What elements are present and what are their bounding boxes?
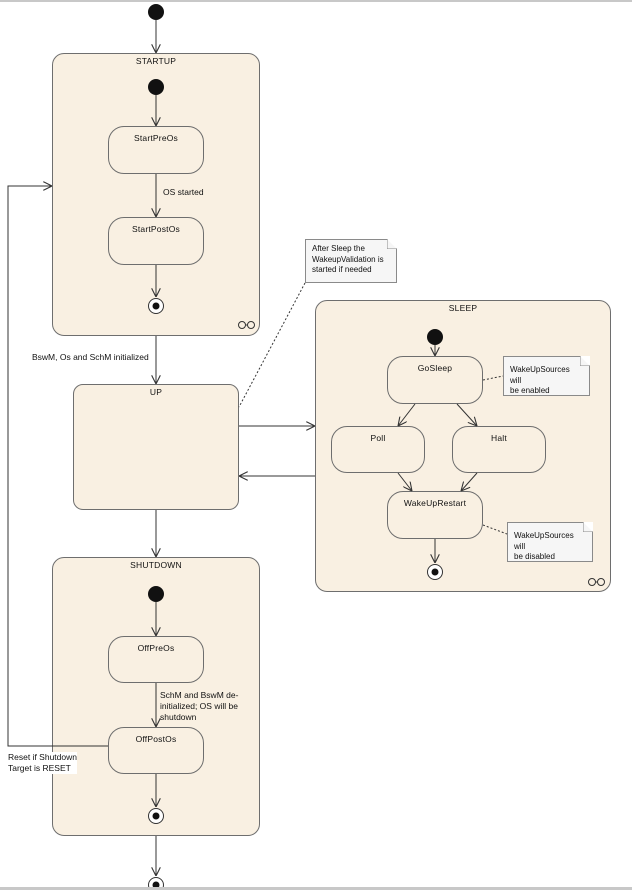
edge-poll-to-restart <box>397 472 412 491</box>
state-wakeup-restart-label: WakeUpRestart <box>403 498 467 508</box>
state-start-post-os[interactable]: StartPostOs <box>108 217 204 265</box>
state-wakeup-restart[interactable]: WakeUpRestart <box>387 491 483 539</box>
edge-halt-to-restart <box>461 472 478 491</box>
state-go-sleep[interactable]: GoSleep <box>387 356 483 404</box>
label-deinit-line2: initialized; OS will be <box>160 701 238 711</box>
label-deinit-line3: shutdown <box>160 712 197 722</box>
note-enabled-line1: WakeUpSources will <box>510 365 570 385</box>
state-sleep-title: SLEEP <box>448 303 478 313</box>
label-deinitialized: SchM and BswM de- initialized; OS will b… <box>160 690 238 723</box>
composite-icon <box>238 321 255 329</box>
note-sources-disabled: WakeUpSources will be disabled <box>507 522 593 562</box>
state-shutdown-title: SHUTDOWN <box>130 560 182 570</box>
initial-node <box>148 4 164 20</box>
label-deinit-line1: SchM and BswM de- <box>160 690 239 700</box>
note-anchor <box>238 282 306 408</box>
composite-icon <box>588 578 605 586</box>
note-disabled-line1: WakeUpSources will <box>514 531 574 551</box>
state-start-pre-os[interactable]: StartPreOs <box>108 126 204 174</box>
initial-node <box>427 329 443 345</box>
note-after-sleep: After Sleep the WakeupValidation is star… <box>305 239 397 283</box>
state-up-label: UP <box>149 387 163 397</box>
initial-node <box>148 79 164 95</box>
label-reset-line1: Reset if Shutdown <box>8 752 77 762</box>
state-off-pre-os[interactable]: OffPreOs <box>108 636 204 683</box>
state-start-pre-os-label: StartPreOs <box>133 133 179 143</box>
state-up[interactable]: UP <box>73 384 239 510</box>
note-fold-icon <box>583 522 593 532</box>
note-after-sleep-line1: After Sleep the <box>312 244 365 253</box>
note-enabled-line2: be enabled <box>510 386 550 395</box>
label-reset: Reset if Shutdown Target is RESET <box>8 752 77 774</box>
state-off-pre-os-label: OffPreOs <box>137 643 175 653</box>
note-after-sleep-line2: WakeupValidation is <box>312 254 384 264</box>
state-halt[interactable]: Halt <box>452 426 546 473</box>
label-reset-line2: Target is RESET <box>8 763 71 773</box>
note-sources-enabled: WakeUpSources will be enabled <box>503 356 590 396</box>
state-off-post-os[interactable]: OffPostOs <box>108 727 204 774</box>
state-go-sleep-label: GoSleep <box>417 363 453 373</box>
note-fold-icon <box>580 356 590 366</box>
state-poll[interactable]: Poll <box>331 426 425 473</box>
initial-node <box>148 586 164 602</box>
edge-reset <box>7 186 108 747</box>
label-os-started: OS started <box>163 187 204 197</box>
note-disabled-line2: be disabled <box>514 552 555 561</box>
edge-go-sleep-to-halt <box>456 403 477 426</box>
note-fold-icon <box>387 239 397 249</box>
state-poll-label: Poll <box>370 433 386 443</box>
top-border <box>0 0 632 2</box>
note-after-sleep-line3: started if needed <box>312 265 372 274</box>
state-off-post-os-label: OffPostOs <box>135 734 177 744</box>
state-start-post-os-label: StartPostOs <box>131 224 181 234</box>
note-anchor <box>482 524 508 535</box>
label-initialized: BswM, Os and SchM initialized <box>32 352 149 362</box>
note-anchor <box>482 375 504 381</box>
state-startup-title: STARTUP <box>135 56 177 66</box>
state-halt-label: Halt <box>491 433 507 443</box>
bottom-border <box>0 887 632 890</box>
edge-go-sleep-to-poll <box>398 403 416 426</box>
